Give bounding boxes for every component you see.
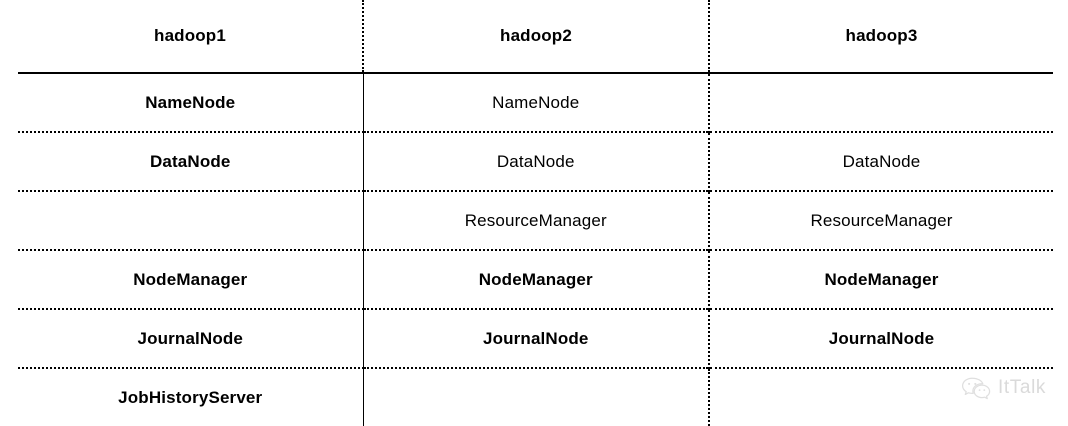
cell-hadoop1-empty-row3	[18, 190, 364, 250]
column-header-hadoop1: hadoop1	[18, 0, 364, 74]
cell-hadoop2-nodemanager: NodeManager	[363, 249, 710, 309]
cell-hadoop2-journalnode: JournalNode	[363, 308, 710, 368]
cell-hadoop2-datanode: DataNode	[363, 131, 710, 191]
cell-hadoop3-nodemanager: NodeManager	[709, 249, 1053, 309]
cell-hadoop3-empty-row1	[709, 73, 1053, 132]
service-placement-table: hadoop1 hadoop2 hadoop3 NameNode NameNod…	[18, 0, 1053, 426]
cell-hadoop1-nodemanager: NodeManager	[18, 249, 364, 309]
cell-hadoop2-namenode: NameNode	[363, 73, 710, 132]
table-body: NameNode NameNode DataNode DataNode Data…	[18, 73, 1053, 426]
table-row: JobHistoryServer	[18, 367, 1053, 426]
cell-hadoop1-namenode: NameNode	[18, 73, 364, 132]
cell-hadoop3-journalnode: JournalNode	[709, 308, 1053, 368]
column-header-hadoop2: hadoop2	[363, 0, 710, 74]
cell-hadoop3-datanode: DataNode	[709, 131, 1053, 191]
cell-hadoop3-resourcemanager: ResourceManager	[709, 190, 1053, 250]
service-placement-table-container: hadoop1 hadoop2 hadoop3 NameNode NameNod…	[18, 0, 1053, 426]
table-row: NodeManager NodeManager NodeManager	[18, 249, 1053, 309]
cell-hadoop1-journalnode: JournalNode	[18, 308, 364, 368]
cell-hadoop2-empty-row6	[363, 367, 710, 426]
table-header-row: hadoop1 hadoop2 hadoop3	[18, 0, 1053, 74]
table-row: DataNode DataNode DataNode	[18, 131, 1053, 191]
cell-hadoop1-jobhistoryserver: JobHistoryServer	[18, 367, 364, 426]
cell-hadoop1-datanode: DataNode	[18, 131, 364, 191]
column-header-hadoop3: hadoop3	[709, 0, 1053, 74]
table-row: ResourceManager ResourceManager	[18, 190, 1053, 250]
cell-hadoop2-resourcemanager: ResourceManager	[363, 190, 710, 250]
table-row: NameNode NameNode	[18, 73, 1053, 132]
table-row: JournalNode JournalNode JournalNode	[18, 308, 1053, 368]
cell-hadoop3-empty-row6	[709, 367, 1053, 426]
